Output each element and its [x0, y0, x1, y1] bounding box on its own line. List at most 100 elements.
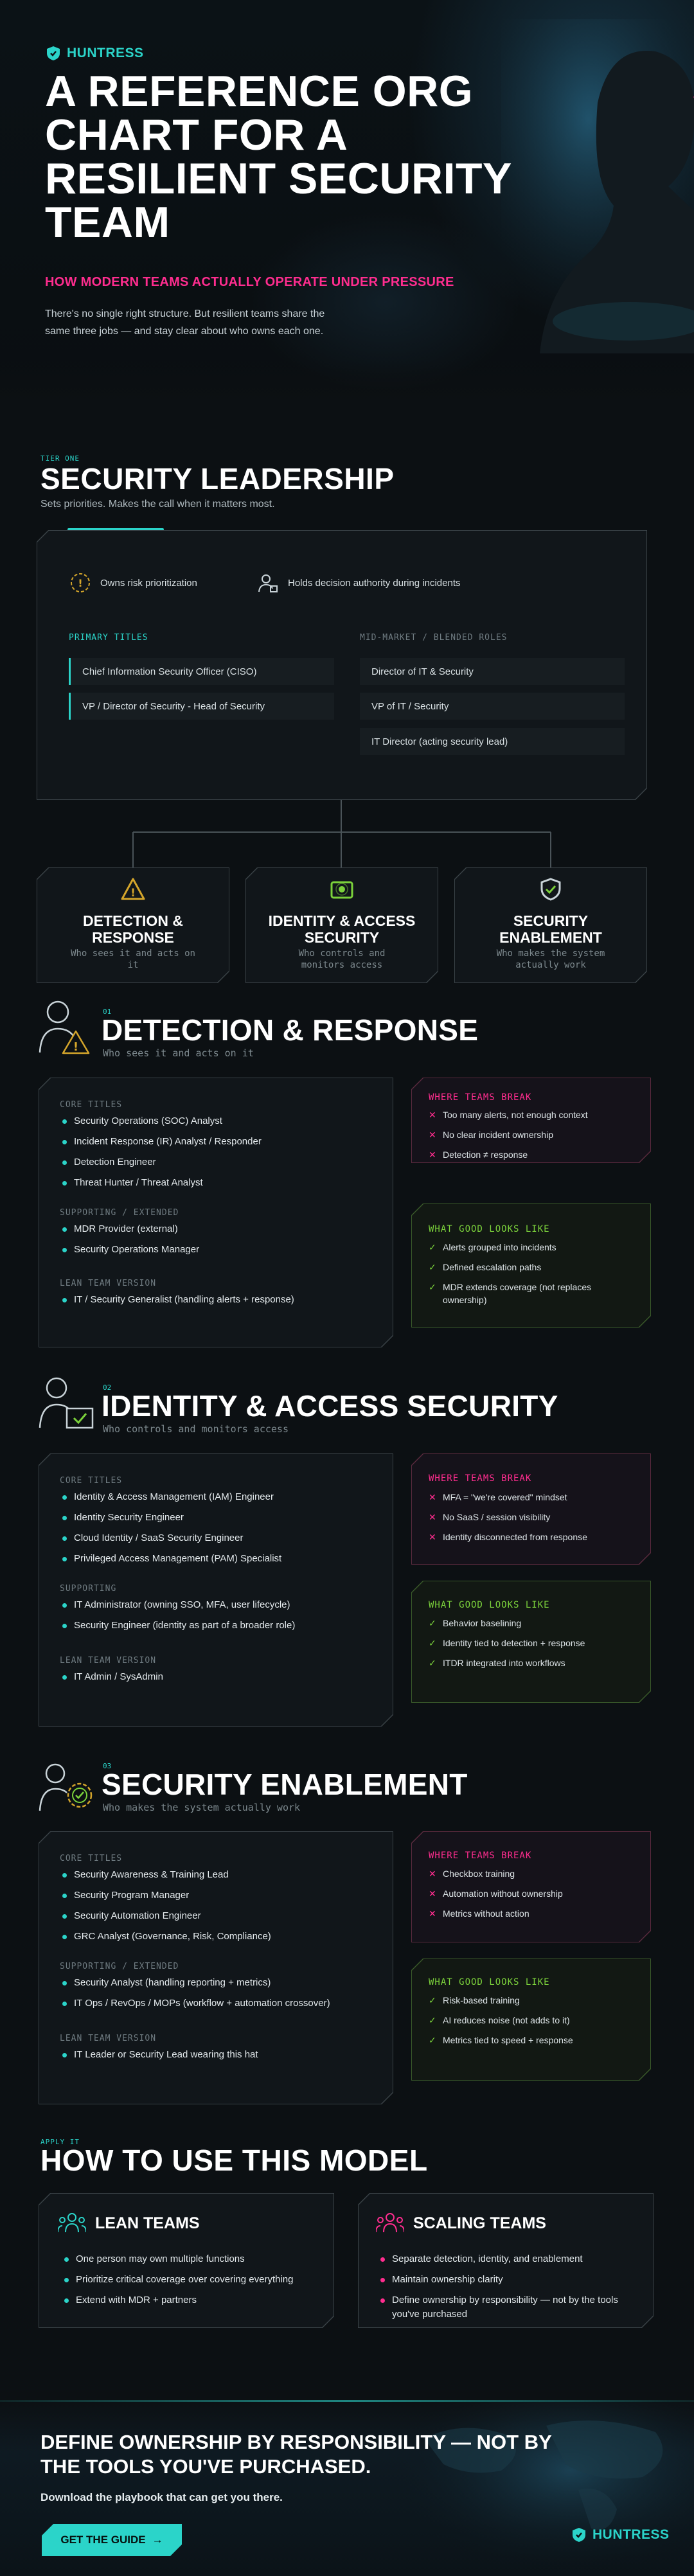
hero-subtitle: HOW MODERN TEAMS ACTUALLY OPERATE UNDER …	[45, 275, 454, 289]
get-the-guide-button[interactable]: GET THE GUIDE →	[42, 2524, 182, 2556]
list-item: Security Awareness & Training Lead	[61, 1868, 382, 1882]
supporting-list: MDR Provider (external) Security Operati…	[61, 1222, 382, 1263]
scaling-teams-card	[358, 2193, 654, 2328]
primary-title-item: VP / Director of Security - Head of Secu…	[69, 693, 334, 720]
pillar-subtitle: Who makes the system actually work	[496, 948, 605, 970]
pillar-card-enablement[interactable]	[454, 867, 647, 983]
scaling-teams-list: Separate detection, identity, and enable…	[379, 2252, 636, 2328]
list-item: ✕Checkbox training	[429, 1869, 515, 1879]
scaling-teams-title: SCALING TEAMS	[413, 2214, 546, 2232]
breaks-list: ✕Checkbox training ✕Automation without o…	[429, 1867, 641, 1927]
check-icon: ✓	[429, 1638, 436, 1648]
lean-label: LEAN TEAM VERSION	[60, 2034, 157, 2043]
breaks-list: ✕Too many alerts, not enough context ✕No…	[429, 1108, 641, 1168]
brand-name: HUNTRESS	[67, 46, 144, 60]
list-item: ✓AI reduces noise (not adds to it)	[429, 2015, 570, 2025]
check-icon: ✓	[429, 2035, 436, 2045]
hacker-figure-image	[501, 19, 694, 353]
list-item: ✓MDR extends coverage (not replaces owne…	[429, 1282, 592, 1305]
risk-gear-icon: !	[71, 573, 90, 592]
primary-title-item: Chief Information Security Officer (CISO…	[69, 658, 334, 685]
person-badge-icon	[258, 574, 278, 592]
core-titles-label: CORE TITLES	[60, 1476, 123, 1486]
check-icon: ✓	[429, 1658, 436, 1668]
list-item: Security Program Manager	[61, 1888, 382, 1903]
pillar-card-detection[interactable]	[37, 867, 229, 983]
good-list: ✓Alerts grouped into incidents ✓Defined …	[429, 1241, 634, 1313]
section-number: 02	[103, 1383, 112, 1392]
list-item: ✕Detection ≠ response	[429, 1150, 528, 1160]
core-titles-list: Security Awareness & Training Lead Secur…	[61, 1868, 382, 1950]
section-number: 03	[103, 1762, 112, 1770]
section-subtitle: Who controls and monitors access	[103, 1423, 289, 1435]
good-card	[411, 1581, 651, 1703]
hero: HUNTRESS A REFERENCE ORG CHART FOR A RES…	[0, 0, 694, 402]
person-gear-icon	[39, 1763, 93, 1811]
list-item: Maintain ownership clarity	[379, 2273, 636, 2287]
section-title: DETECTION & RESPONSE	[102, 1013, 479, 1047]
section-title: IDENTITY & ACCESS SECURITY	[102, 1389, 558, 1423]
svg-text:!: !	[130, 887, 136, 900]
list-item: Identity Security Engineer	[61, 1511, 382, 1525]
list-item: IT Leader or Security Lead wearing this …	[61, 2048, 382, 2062]
x-icon: ✕	[429, 1512, 436, 1522]
check-icon: ✓	[429, 2015, 436, 2025]
check-icon: ✓	[429, 1995, 436, 2005]
id-card-icon	[330, 881, 353, 899]
duty-risk: ! Owns risk prioritization	[69, 572, 197, 594]
roles-card	[39, 1831, 393, 2104]
supporting-label: SUPPORTING	[60, 1584, 117, 1594]
supporting-label: SUPPORTING / EXTENDED	[60, 1208, 179, 1218]
list-item: ✕MFA = "we're covered" mindset	[429, 1492, 567, 1502]
list-item: GRC Analyst (Governance, Risk, Complianc…	[61, 1930, 382, 1944]
supporting-list: Security Analyst (handling reporting + m…	[61, 1976, 382, 2017]
pillar-subtitle: Who sees it and acts on it	[71, 948, 195, 970]
lean-list: IT Admin / SysAdmin	[61, 1670, 382, 1691]
x-icon: ✕	[429, 1888, 436, 1899]
lean-list: IT / Security Generalist (handling alert…	[61, 1293, 382, 1313]
primary-titles-label: PRIMARY TITLES	[69, 633, 148, 643]
section-subtitle: Who sees it and acts on it	[103, 1047, 254, 1059]
list-item: Incident Response (IR) Analyst / Respond…	[61, 1135, 382, 1149]
where-teams-break-label: WHERE TEAMS BREAK	[429, 1473, 532, 1484]
world-map-image	[386, 2400, 694, 2576]
where-teams-break-label: WHERE TEAMS BREAK	[429, 1092, 532, 1103]
list-item: ✕No clear incident ownership	[429, 1130, 553, 1140]
mid-title-item: Director of IT & Security	[360, 658, 625, 685]
lean-teams-list: One person may own multiple functions Pr…	[63, 2252, 314, 2314]
huntress-shield-icon	[47, 46, 60, 60]
core-titles-list: Identity & Access Management (IAM) Engin…	[61, 1490, 382, 1572]
section-number: 01	[103, 1008, 112, 1016]
list-item: ✓Alerts grouped into incidents	[429, 1242, 556, 1252]
section-title: SECURITY ENABLEMENT	[102, 1768, 468, 1801]
howto-title: HOW TO USE THIS MODEL	[40, 2144, 428, 2177]
list-item: IT Ops / RevOps / MOPs (workflow + autom…	[61, 1996, 382, 2011]
team-icon	[58, 2213, 86, 2233]
where-teams-break-label: WHERE TEAMS BREAK	[429, 1851, 532, 1861]
arrow-right-icon: →	[152, 2534, 163, 2546]
cta-headline: DEFINE OWNERSHIP BY RESPONSIBILITY — NOT…	[40, 2431, 552, 2478]
mid-market-label: MID-MARKET / BLENDED ROLES	[360, 633, 508, 643]
list-item: Security Automation Engineer	[61, 1909, 382, 1923]
list-item: Prioritize critical coverage over coveri…	[63, 2273, 314, 2287]
roles-card	[39, 1078, 393, 1347]
x-icon: ✕	[429, 1130, 436, 1140]
pillar-title: IDENTITY & ACCESS SECURITY	[268, 912, 416, 946]
svg-text:!: !	[73, 1040, 78, 1054]
tier-tag: TIER ONE	[40, 454, 80, 463]
check-icon: ✓	[429, 1262, 436, 1272]
list-item: ✓Behavior baselining	[429, 1618, 522, 1628]
list-item: Cloud Identity / SaaS Security Engineer	[61, 1531, 382, 1545]
list-item: Privileged Access Management (PAM) Speci…	[61, 1552, 382, 1566]
footer-brand-logo[interactable]: HUNTRESS	[571, 2527, 670, 2543]
list-item: Define ownership by responsibility — not…	[379, 2293, 636, 2322]
section-subtitle: Who makes the system actually work	[103, 1802, 301, 1813]
list-item: Extend with MDR + partners	[63, 2293, 314, 2307]
roles-card	[39, 1453, 393, 1727]
core-titles-label: CORE TITLES	[60, 1100, 123, 1110]
brand-name: HUNTRESS	[592, 2527, 670, 2542]
leadership-subtitle: Sets priorities. Makes the call when it …	[40, 499, 275, 510]
list-item: ✓Identity tied to detection + response	[429, 1638, 585, 1648]
brand-logo[interactable]: HUNTRESS	[45, 45, 144, 62]
x-icon: ✕	[429, 1869, 436, 1879]
